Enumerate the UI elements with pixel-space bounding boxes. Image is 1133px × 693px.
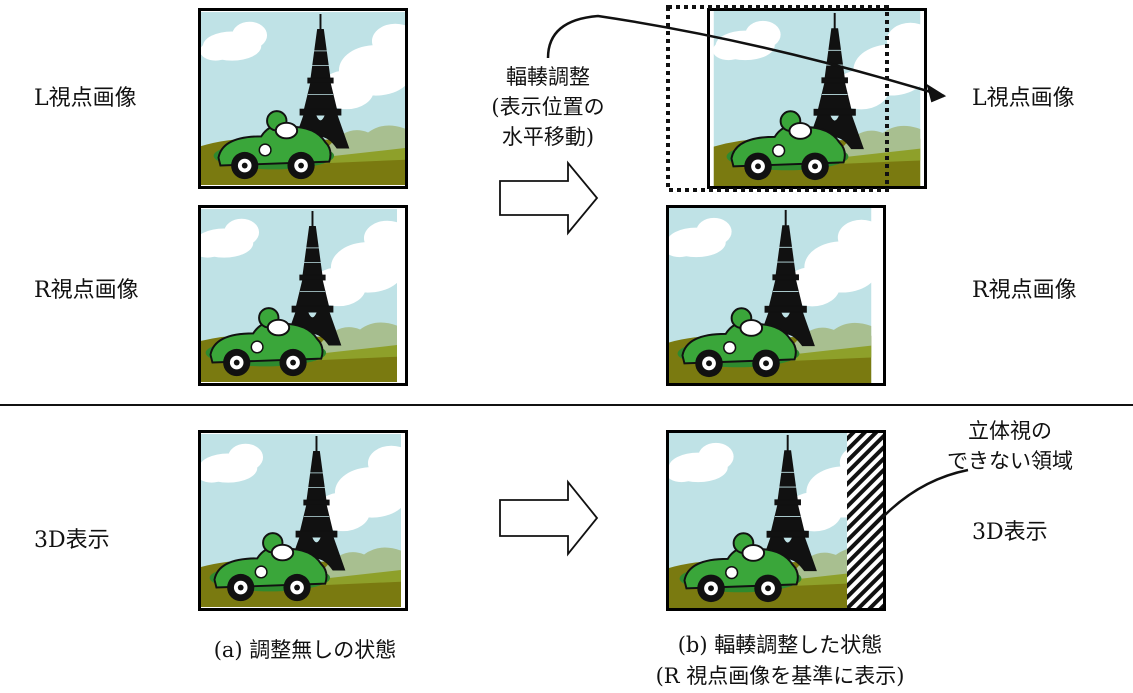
label-left-3d: 3D表示 — [34, 528, 110, 553]
image-left-3d — [198, 430, 408, 611]
annotation-region-line1: 立体視の — [968, 419, 1052, 443]
caption-a: (a) 調整無しの状態 — [213, 638, 397, 662]
image-right-3d — [666, 430, 886, 611]
label-right-r-view: R視点画像 — [972, 278, 1077, 303]
image-left-r-view — [198, 205, 408, 386]
image-right-l-view — [707, 8, 927, 189]
label-right-3d: 3D表示 — [972, 520, 1048, 545]
caption-b-line1: (b) 輻輳調整した状態 — [677, 633, 883, 657]
image-right-r-view — [666, 205, 886, 386]
label-left-r-view: R視点画像 — [34, 278, 139, 303]
annotation-convergence-line2: (表示位置の — [491, 95, 605, 119]
label-left-l-view: L視点画像 — [34, 86, 137, 111]
non-stereo-region — [847, 433, 883, 608]
region-annotation-line — [879, 468, 969, 521]
transition-arrow-bottom — [499, 479, 599, 557]
original-position-dotted-frame — [666, 5, 889, 192]
label-right-l-view: L視点画像 — [972, 86, 1075, 111]
transition-arrow-top — [499, 160, 599, 236]
annotation-convergence-line3: 水平移動) — [501, 125, 595, 149]
caption-b-line2: (R 視点画像を基準に表示) — [655, 664, 905, 688]
annotation-convergence-line1: 輻輳調整 — [506, 65, 590, 89]
image-left-l-view — [198, 8, 408, 189]
annotation-region-line2: できない領域 — [947, 449, 1073, 473]
shift-annotation-arrow — [546, 14, 945, 98]
